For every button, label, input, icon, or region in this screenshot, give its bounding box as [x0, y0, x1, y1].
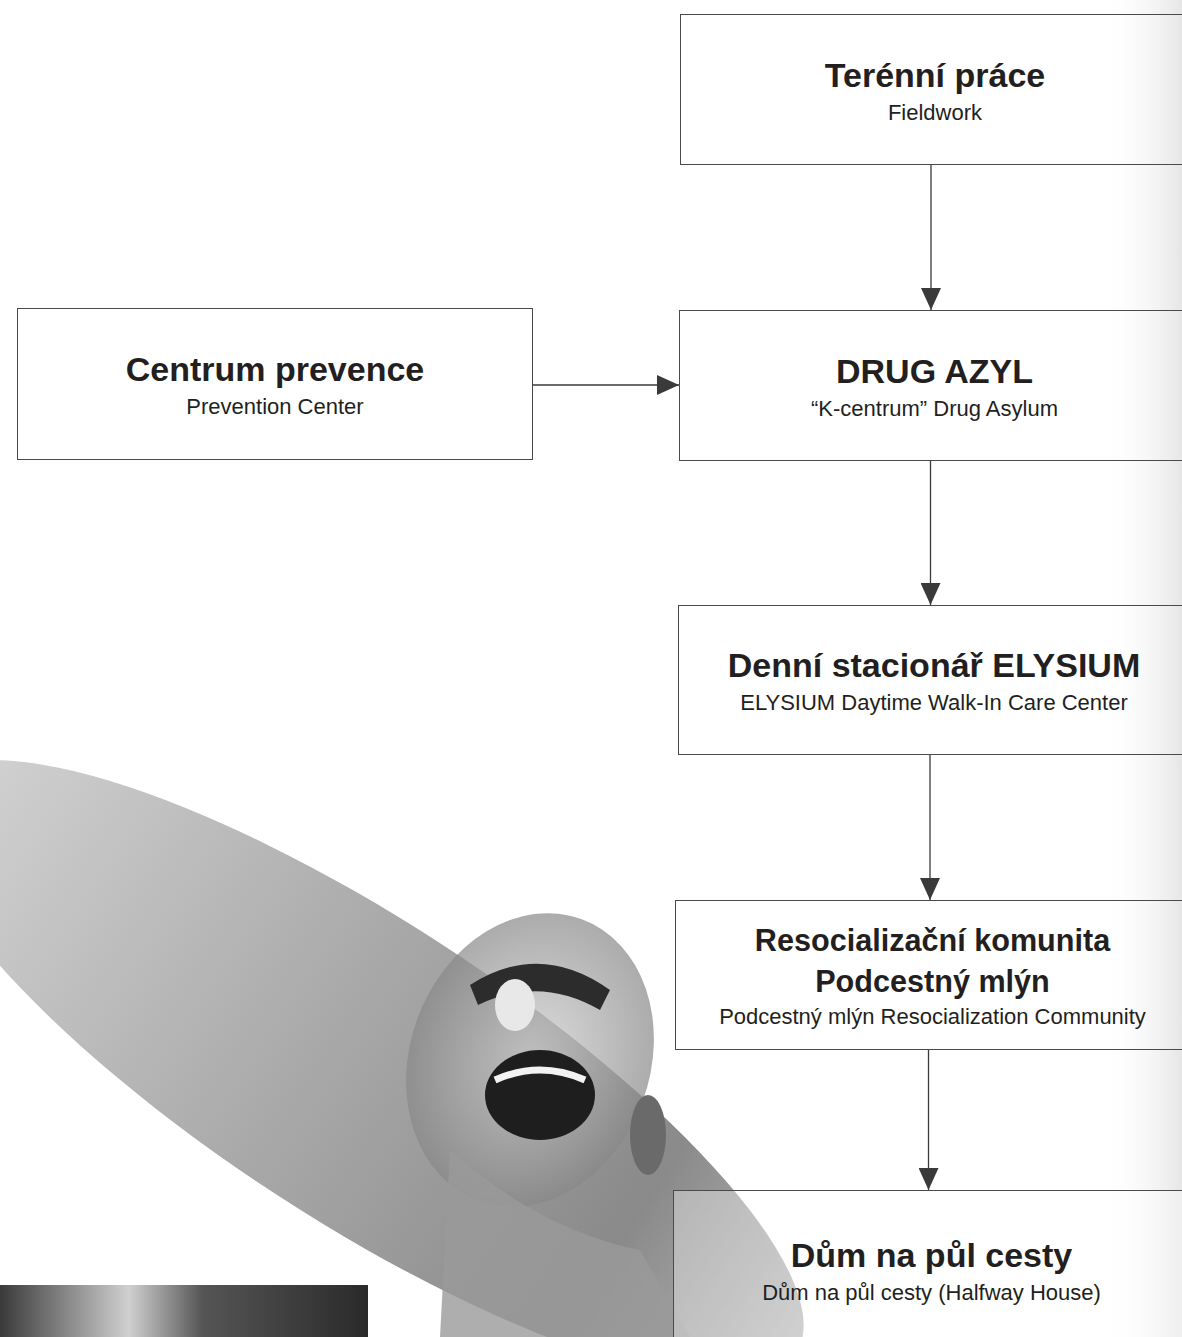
- box-subtitle: ELYSIUM Daytime Walk-In Care Center: [740, 689, 1128, 717]
- process-box: Dům na půl cestyDům na půl cesty (Halfwa…: [673, 1190, 1182, 1337]
- flow-arrow: [930, 165, 931, 310]
- box-heading: Centrum prevence: [126, 347, 425, 393]
- flow-arrow: [928, 1050, 929, 1190]
- box-subtitle: Fieldwork: [888, 99, 982, 127]
- box-subtitle: “K-centrum” Drug Asylum: [811, 395, 1058, 423]
- box-subtitle: Podcestný mlýn Resocialization Community: [719, 1003, 1146, 1031]
- box-subtitle: Dům na půl cesty (Halfway House): [762, 1279, 1101, 1307]
- process-box: Resocializační komunita Podcestný mlýnPo…: [675, 900, 1182, 1050]
- box-heading: Terénní práce: [825, 53, 1045, 99]
- process-box: Centrum prevencePrevention Center: [17, 308, 533, 460]
- box-heading: Dům na půl cesty: [791, 1233, 1073, 1279]
- flow-arrow: [930, 461, 931, 605]
- flow-arrow: [929, 755, 930, 900]
- process-box: DRUG AZYL“K-centrum” Drug Asylum: [679, 310, 1182, 461]
- process-box: Denní stacionář ELYSIUMELYSIUM Daytime W…: [678, 605, 1182, 755]
- flow-arrow: [533, 384, 679, 385]
- box-heading: DRUG AZYL: [836, 349, 1033, 395]
- photo-inset: [0, 1285, 368, 1337]
- box-heading: Denní stacionář ELYSIUM: [728, 643, 1141, 689]
- box-subtitle: Prevention Center: [186, 393, 363, 421]
- box-heading: Resocializační komunita Podcestný mlýn: [690, 920, 1175, 1003]
- process-box: Terénní práceFieldwork: [680, 14, 1182, 165]
